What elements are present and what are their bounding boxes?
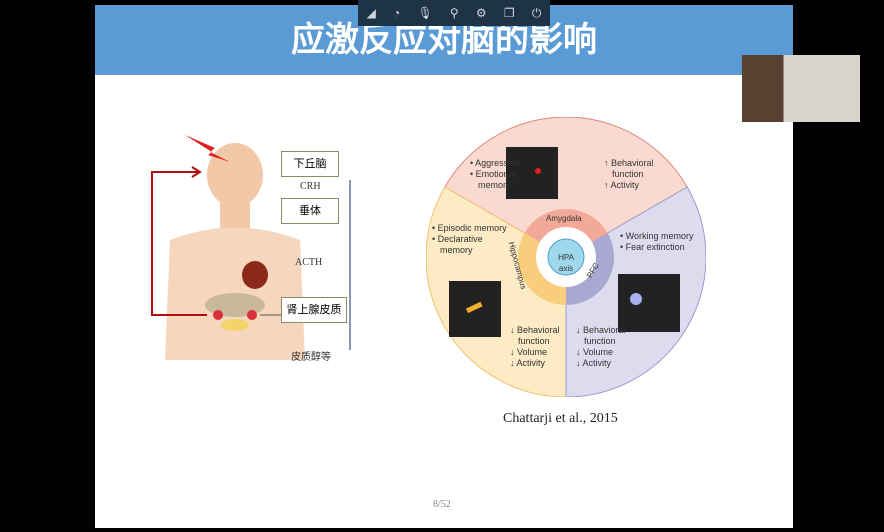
text: function (518, 336, 550, 346)
text: function (584, 336, 616, 346)
text: ↓ Activity (576, 358, 612, 368)
settings-icon[interactable]: ⚙︎ (475, 6, 487, 20)
pfc-changes: ↓ Behavioral function↓ Volume↓ Activity (576, 325, 626, 369)
hippocampus-effects: • Episodic memory• Declarative memory (432, 223, 507, 256)
amygdala-label: Amygdala (546, 214, 582, 223)
text: • Emotional (470, 169, 516, 179)
text: • Aggression (470, 158, 521, 168)
citation: Chattarji et al., 2015 (503, 411, 618, 426)
amygdala-changes: ↑ Behavioral function↑ Activity (604, 158, 654, 191)
mic-icon[interactable]: 🎙︎ (417, 6, 433, 20)
text: • Episodic memory (432, 223, 507, 233)
text: ↑ Activity (604, 180, 640, 190)
pituitary-box: 垂体 (281, 198, 339, 224)
text: • Working memory (620, 231, 694, 241)
hippocampus-changes: ↓ Behavioral function↓ Volume↓ Activity (510, 325, 560, 369)
cortisol-label: 皮质醇等 (291, 352, 331, 363)
text: ↓ Volume (576, 347, 614, 357)
webcam-video (742, 55, 860, 122)
text: ↓ Volume (510, 347, 548, 357)
text: ↓ Behavioral (576, 325, 626, 335)
hpa-text: HPA (558, 253, 574, 262)
hypothalamus-box: 下丘脑 (281, 151, 339, 177)
body-illustration (151, 135, 351, 360)
acth-label: ACTH (295, 257, 323, 268)
pfc-effects: • Working memory• Fear extinction (620, 231, 694, 253)
slide: 应激反应对脑的影响 下丘脑 CRH 垂体 ACTH 肾上腺皮质 皮质醇等 (95, 5, 793, 528)
copy-icon[interactable]: ❐ (503, 6, 515, 20)
text: ↓ Activity (510, 358, 546, 368)
signal-icon: ◢ (366, 6, 376, 20)
axis-text: axis (558, 264, 574, 273)
screen-icon[interactable]: ◔ (393, 6, 401, 20)
presentation-toolbar: ◢ ◔ 🎙︎ ⚲ ⚙︎ ❐ ⏻ (358, 0, 550, 26)
adrenal-box: 肾上腺皮质 (281, 297, 347, 323)
text: ↑ Behavioral (604, 158, 654, 168)
text: ↓ Behavioral (510, 325, 560, 335)
page-number: 8/52 (433, 499, 451, 510)
text: memory (440, 245, 473, 255)
text: • Fear extinction (620, 242, 685, 252)
amygdala-effects: • Aggression• Emotional memory (470, 158, 520, 191)
hpa-center: HPA axis (557, 252, 575, 274)
text: memory (478, 180, 511, 190)
search-icon[interactable]: ⚲ (449, 6, 459, 20)
power-icon[interactable]: ⏻ (531, 5, 542, 20)
text: function (612, 169, 644, 179)
text: • Declarative (432, 234, 483, 244)
brain-region-diagram (426, 117, 706, 397)
crh-label: CRH (300, 181, 321, 192)
